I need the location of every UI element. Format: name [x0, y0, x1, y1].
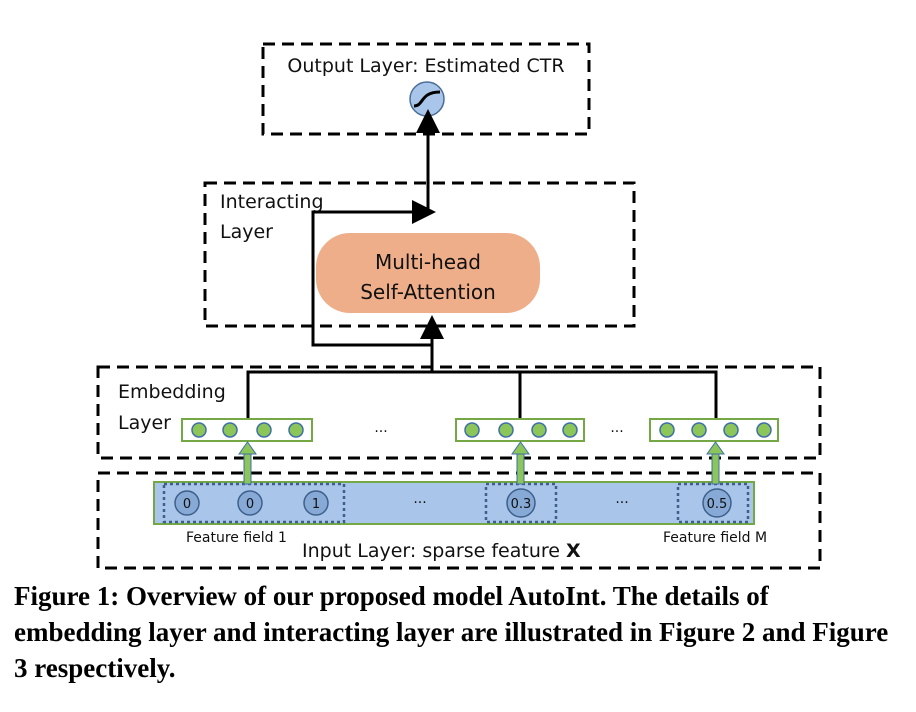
embedding-layer-label-line2: Layer	[118, 412, 171, 434]
input-value-node: 0	[237, 490, 263, 516]
attention-block	[316, 233, 540, 313]
embedding-layer-box	[96, 365, 822, 460]
embedding-node	[691, 422, 707, 438]
sparse-feature-bar	[153, 481, 755, 525]
sigmoid-icon	[409, 81, 445, 117]
field-arrow-1	[238, 441, 257, 485]
input-layer-label-bold: X	[566, 540, 581, 562]
embedding-node	[256, 422, 272, 438]
embedding-node	[531, 422, 547, 438]
field-group-1	[162, 482, 346, 524]
embedding-vector-1	[181, 418, 313, 442]
embedding-ellipsis-1: ...	[374, 420, 387, 436]
svg-text:0.5: 0.5	[707, 497, 728, 512]
embedding-layer-label-line1: Embedding	[118, 381, 226, 403]
residual-connection	[311, 200, 436, 347]
interacting-layer-label-line2: Layer	[220, 221, 273, 243]
field-arrow-3	[706, 441, 725, 485]
figure-caption: Figure 1: Overview of our proposed model…	[14, 581, 889, 683]
embedding-node	[288, 422, 304, 438]
input-value-node: 0	[174, 490, 200, 516]
embedding-node	[756, 422, 772, 438]
input-ellipsis-1: ...	[413, 491, 426, 507]
embedding-node	[498, 422, 514, 438]
embedding-node	[562, 422, 578, 438]
svg-text:0: 0	[246, 497, 254, 512]
autoint-architecture-diagram: Output Layer: Estimated CTR Interacting …	[96, 42, 822, 570]
embedding-ellipsis-2: ...	[610, 420, 623, 436]
svg-text:0: 0	[183, 497, 191, 512]
interacting-layer-box	[203, 181, 636, 328]
svg-text:0.3: 0.3	[511, 497, 532, 512]
field-arrow-2	[511, 441, 530, 485]
input-layer-box	[96, 471, 822, 570]
embedding-node	[723, 422, 739, 438]
embedding-vector-3	[649, 418, 779, 442]
embedding-node	[222, 422, 238, 438]
attention-label-line1: Multi-head	[375, 250, 481, 274]
embedding-node	[659, 422, 675, 438]
interacting-layer-label-line1: Interacting	[220, 191, 324, 213]
input-layer-label: Input Layer: sparse feature X	[302, 540, 581, 562]
feature-field-first-label: Feature field 1	[186, 530, 287, 546]
embedding-node	[464, 422, 480, 438]
input-ellipsis-2: ...	[615, 491, 628, 507]
input-value-node: 0.5	[702, 488, 732, 518]
embedding-connector	[246, 370, 718, 419]
input-value-node: 0.3	[506, 488, 536, 518]
input-value-node: 1	[303, 490, 329, 516]
embedding-vector-2	[455, 418, 585, 442]
attention-label-line2: Self-Attention	[360, 280, 496, 304]
feature-field-last-label: Feature field M	[663, 530, 767, 546]
embedding-node	[191, 422, 207, 438]
svg-text:1: 1	[312, 497, 320, 512]
output-layer-box	[261, 42, 591, 136]
output-layer-label: Output Layer: Estimated CTR	[287, 55, 564, 77]
